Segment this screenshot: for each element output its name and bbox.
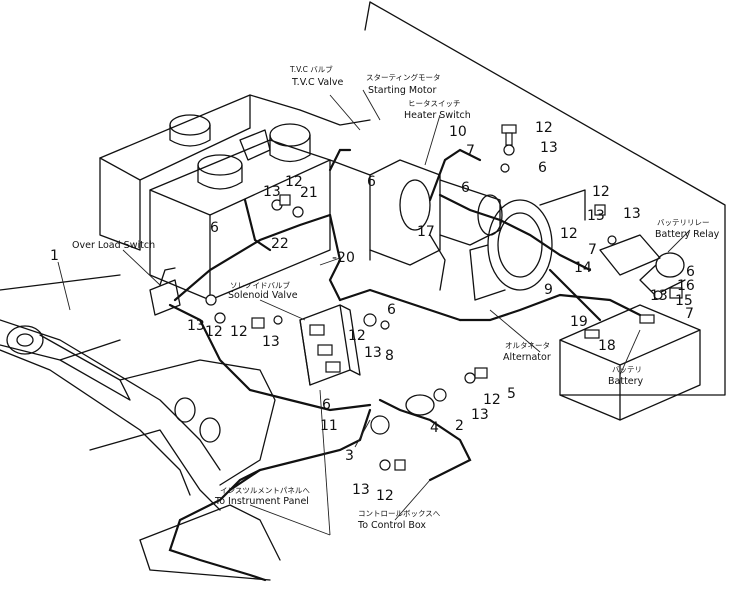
callout-12: 12 — [230, 324, 248, 340]
callout-12: 12 — [592, 184, 610, 200]
battery — [559, 304, 701, 421]
callout-11: 11 — [320, 418, 338, 434]
callout-19: 19 — [570, 314, 588, 330]
callout-12: 12 — [285, 174, 303, 190]
callout-12: 12 — [205, 324, 223, 340]
heater-switch-label: Heater Switch — [404, 110, 471, 121]
alternator-label: Alternator — [503, 352, 551, 363]
control-box-label: To Control Box — [357, 520, 426, 531]
wiring-harness — [168, 148, 642, 582]
callout-6: 6 — [210, 220, 219, 236]
callout-6: 6 — [322, 397, 331, 413]
callout-13: 13 — [262, 334, 280, 350]
starting-motor-label: Starting Motor — [368, 85, 436, 96]
callout-4: 4 — [430, 420, 439, 436]
callout-6: 6 — [686, 264, 695, 280]
callout-6: 6 — [367, 174, 376, 190]
solenoid-valve-label-jp: ソレノイドバルブ — [230, 280, 290, 290]
leader-lines — [57, 89, 691, 536]
part-callouts: 1 2 3 4 5 6 6 6 6 6 6 6 7 7 7 8 9 10 11 … — [50, 120, 695, 504]
starting-motor-label-jp: スターティングモータ — [366, 72, 441, 82]
callout-21: 21 — [300, 185, 318, 201]
callout-22: 22 — [271, 236, 289, 252]
callout-7: 7 — [588, 242, 597, 258]
callout-13: 13 — [471, 407, 489, 423]
callout-8: 8 — [385, 348, 394, 364]
callout-6: 6 — [461, 180, 470, 196]
callout-1: 1 — [50, 248, 59, 264]
tvc-valve-label: T.V.C Valve — [291, 77, 343, 88]
tvc-valve-label-jp: T.V.C バルブ — [289, 64, 333, 74]
fasteners — [205, 124, 683, 471]
callout-3: 3 — [345, 448, 354, 464]
alternator-label-jp: オルタネータ — [505, 341, 550, 350]
callout-7: 7 — [466, 143, 475, 159]
callout-7: 7 — [685, 306, 694, 322]
callout-13: 13 — [650, 288, 668, 304]
callout-12: 12 — [376, 488, 394, 504]
callout-5: 5 — [507, 386, 516, 402]
callout-6: 6 — [387, 302, 396, 318]
instrument-panel-label-jp: インスツルメントパネルへ — [220, 486, 310, 495]
callout-10: 10 — [449, 124, 467, 140]
callout-12: 12 — [535, 120, 553, 136]
callout-2: 2 — [455, 418, 464, 434]
callout-6: 6 — [538, 160, 547, 176]
callout-13: 13 — [540, 140, 558, 156]
solenoid-valve-label: Solenoid Valve — [228, 290, 298, 301]
callout-12: 12 — [348, 328, 366, 344]
callout-13: 13 — [364, 345, 382, 361]
solenoid-valve — [299, 304, 361, 386]
component-labels: T.V.C バルブ T.V.C Valve スターティングモータ Startin… — [72, 64, 720, 531]
starting-motor — [369, 159, 503, 291]
heater-switch-label-jp: ヒータスイッチ — [408, 99, 461, 108]
callout-12: 12 — [560, 226, 578, 242]
battery-relay-label-jp: バッテリリレー — [657, 218, 710, 227]
callout-13: 13 — [623, 206, 641, 222]
over-load-switch-label: Over Load Switch — [72, 240, 155, 251]
callout-13: 13 — [187, 318, 205, 334]
callout-20: -20 — [332, 250, 355, 266]
callout-14: 14 — [574, 260, 592, 276]
battery-relay-label: Battery Relay — [655, 229, 720, 240]
control-box-label-jp: コントロールボックスへ — [358, 509, 441, 518]
callout-17: 17 — [417, 224, 435, 240]
instrument-panel-label: To Instrument Panel — [214, 496, 309, 507]
alternator — [469, 189, 586, 301]
boom-arm — [0, 319, 281, 581]
callout-13: 13 — [587, 208, 605, 224]
battery-label-jp: バッテリ — [612, 365, 642, 374]
callout-13: 13 — [263, 184, 281, 200]
engine-block — [149, 109, 371, 301]
callout-15: 15 — [675, 293, 693, 309]
callout-16: 16 — [677, 278, 695, 294]
battery-label: Battery — [608, 376, 644, 387]
callout-13: 13 — [352, 482, 370, 498]
callout-18: 18 — [598, 338, 616, 354]
callout-12: 12 — [483, 392, 501, 408]
callout-9: 9 — [544, 282, 553, 298]
over-load-switch — [149, 267, 181, 316]
